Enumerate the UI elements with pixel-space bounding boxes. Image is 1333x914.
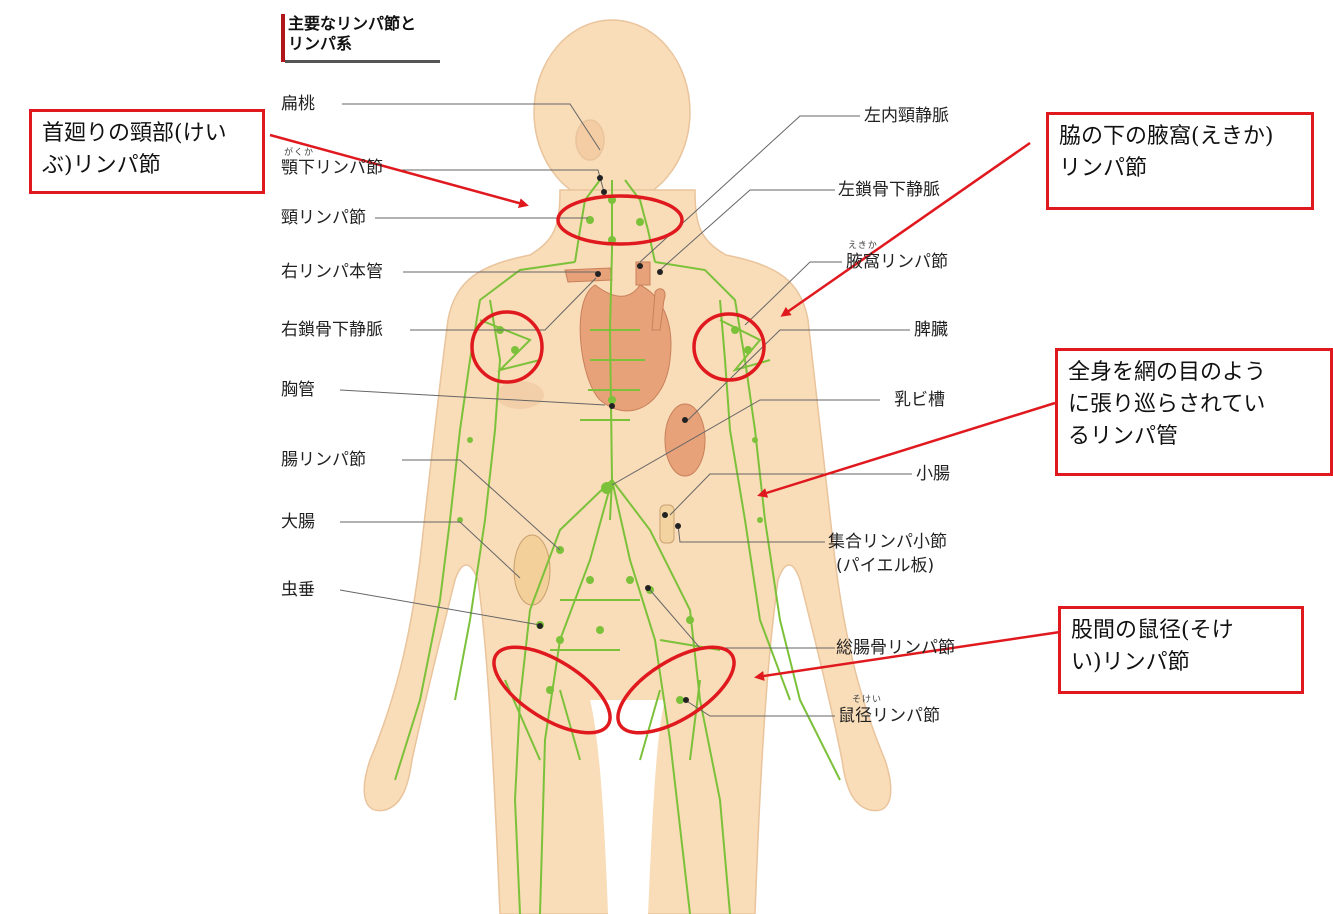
- callout-vessels-line-2: に張り巡らされてい: [1068, 389, 1320, 421]
- ruby-inguinal: そけい: [852, 692, 882, 705]
- callout-lymph-vessels: 全身を網の目のよう に張り巡らされてい るリンパ管: [1055, 348, 1333, 476]
- callout-axillary-nodes: 脇の下の腋窩(えきか) リンパ節: [1046, 112, 1314, 210]
- callout-vessels-line-1: 全身を網の目のよう: [1068, 357, 1320, 389]
- ruby-axillary: えきか: [848, 238, 878, 251]
- callout-groin-line-1: 股間の鼠径(そけ: [1071, 615, 1291, 647]
- title-rule: [285, 60, 440, 63]
- callout-neck-nodes: 首廻りの頸部(けい ぶ)リンパ節: [29, 109, 265, 194]
- callout-neck-line-1: 首廻りの頸部(けい: [42, 118, 252, 150]
- label-cervical-nodes: 頸リンパ節: [281, 208, 366, 228]
- label-tonsil: 扁桃: [281, 94, 315, 114]
- title-bar: [281, 14, 285, 62]
- label-intestinal-nodes: 腸リンパ節: [281, 450, 366, 470]
- label-common-iliac-nodes: 総腸骨リンパ節: [836, 638, 955, 658]
- label-right-lymph-duct: 右リンパ本管: [281, 262, 383, 282]
- ear: [576, 120, 604, 160]
- head: [534, 20, 690, 204]
- label-left-subclavian-vein: 左鎖骨下静脈: [838, 180, 940, 200]
- label-inguinal-nodes: 鼠径リンパ節: [838, 706, 940, 726]
- label-small-intestine: 小腸: [916, 464, 950, 484]
- label-submandibular-nodes: 顎下リンパ節: [281, 158, 383, 178]
- spleen-shape: [665, 404, 705, 476]
- label-axillary-nodes: 腋窩リンパ節: [846, 252, 948, 272]
- label-left-internal-jugular: 左内頸静脈: [864, 106, 949, 126]
- small-intestine-shape: [660, 505, 674, 543]
- callout-neck-line-2: ぶ)リンパ節: [42, 150, 252, 182]
- title-line-2: リンパ系: [288, 34, 416, 54]
- callout-vessels-line-3: るリンパ管: [1068, 421, 1320, 453]
- label-large-intestine: 大腸: [281, 512, 315, 532]
- title-line-1: 主要なリンパ節と: [288, 14, 416, 34]
- label-cisterna-chyli: 乳ビ槽: [894, 390, 945, 410]
- callout-armpit-line-1: 脇の下の腋窩(えきか): [1059, 121, 1301, 153]
- label-appendix: 虫垂: [281, 580, 315, 600]
- label-peyer-line2: (パイエル板): [836, 556, 934, 576]
- label-thoracic-duct: 胸管: [281, 380, 315, 400]
- label-right-subclavian-vein: 右鎖骨下静脈: [281, 320, 383, 340]
- label-peyer-line1: 集合リンパ小節: [828, 532, 947, 552]
- ruby-submandibular: がくか: [284, 145, 314, 158]
- label-spleen: 脾臓: [914, 320, 948, 340]
- right-lymph-duct-vessel: [565, 268, 612, 282]
- diagram-title: 主要なリンパ節と リンパ系: [288, 14, 416, 54]
- callout-inguinal-nodes: 股間の鼠径(そけ い)リンパ節: [1058, 606, 1304, 694]
- callout-armpit-line-2: リンパ節: [1059, 153, 1301, 185]
- callout-groin-line-2: い)リンパ節: [1071, 647, 1291, 679]
- breast-shade: [496, 381, 544, 409]
